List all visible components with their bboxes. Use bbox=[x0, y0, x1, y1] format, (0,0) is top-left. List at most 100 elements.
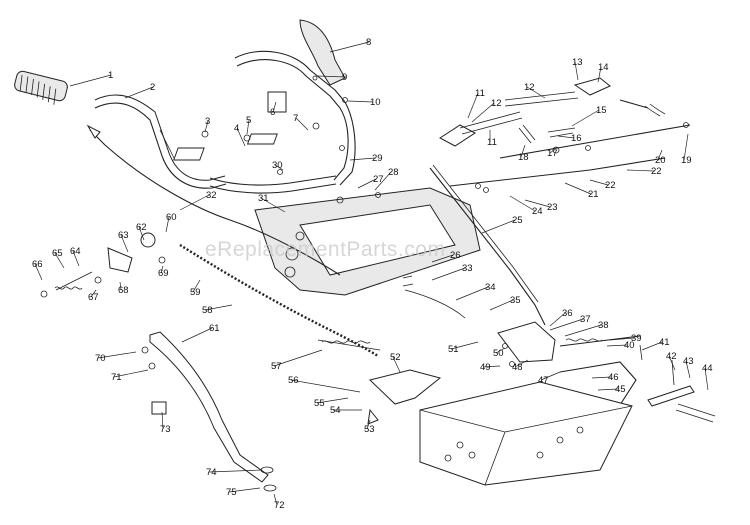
callout-69: 69 bbox=[158, 268, 169, 279]
leader-line-51 bbox=[450, 341, 479, 350]
leader-line-49 bbox=[482, 365, 501, 368]
callout-33: 33 bbox=[462, 263, 473, 274]
chain-60 bbox=[179, 243, 379, 358]
cable-34 bbox=[86, 124, 341, 276]
dash-panel-33 bbox=[254, 187, 481, 296]
leader-line-12 bbox=[471, 102, 495, 123]
callout-4: 4 bbox=[234, 123, 239, 134]
callout-11: 11 bbox=[475, 88, 485, 99]
leader-lines bbox=[34, 41, 709, 506]
leader-line-1 bbox=[69, 74, 112, 87]
callout-13: 13 bbox=[572, 57, 583, 68]
gearbox-48-54 bbox=[369, 321, 641, 413]
leader-line-47 bbox=[540, 371, 561, 381]
callout-42: 42 bbox=[666, 351, 677, 362]
leader-line-20 bbox=[657, 149, 663, 161]
callout-8: 8 bbox=[366, 37, 371, 48]
leader-line-24 bbox=[509, 195, 536, 212]
callout-49: 49 bbox=[480, 362, 491, 373]
callout-9: 9 bbox=[342, 72, 347, 83]
callout-18: 18 bbox=[518, 152, 529, 163]
leader-line-13 bbox=[574, 61, 579, 81]
chassis-box bbox=[419, 381, 633, 486]
callout-34: 34 bbox=[485, 282, 496, 293]
callout-10: 10 bbox=[370, 97, 381, 108]
leader-line-2 bbox=[124, 86, 154, 99]
callout-45: 45 bbox=[615, 384, 626, 395]
callout-29: 29 bbox=[372, 153, 383, 164]
callout-61: 61 bbox=[209, 323, 220, 334]
leader-line-52 bbox=[392, 356, 401, 373]
leader-line-15 bbox=[571, 109, 600, 127]
leader-line-59 bbox=[192, 279, 201, 293]
leader-line-18 bbox=[520, 144, 526, 158]
callout-3: 3 bbox=[205, 116, 210, 127]
leader-line-66 bbox=[34, 263, 43, 281]
shift-rod-27 bbox=[429, 164, 546, 326]
leader-line-8 bbox=[329, 41, 370, 53]
leader-line-36 bbox=[549, 312, 566, 327]
callout-1: 1 bbox=[108, 70, 113, 81]
leader-line-38 bbox=[564, 324, 602, 337]
leader-line-73 bbox=[161, 411, 164, 430]
leader-line-23 bbox=[524, 199, 551, 208]
callout-5: 5 bbox=[246, 115, 251, 126]
callout-26: 26 bbox=[450, 250, 461, 261]
callout-17: 17 bbox=[547, 148, 558, 159]
leader-line-22 bbox=[589, 179, 609, 186]
callout-32: 32 bbox=[206, 190, 217, 201]
leader-line-3 bbox=[204, 120, 209, 133]
leader-line-25 bbox=[481, 219, 516, 234]
callout-57: 57 bbox=[271, 361, 282, 372]
callout-14: 14 bbox=[598, 62, 609, 73]
callout-12: 12 bbox=[524, 82, 535, 93]
watermark-text: eReplacementParts.com bbox=[205, 238, 445, 261]
callout-27: 27 bbox=[373, 174, 384, 185]
leader-line-16 bbox=[557, 135, 575, 139]
callout-19: 19 bbox=[681, 155, 692, 166]
callout-28: 28 bbox=[388, 167, 399, 178]
upper-rods bbox=[439, 77, 691, 187]
leader-line-44 bbox=[704, 367, 709, 391]
callout-73: 73 bbox=[160, 424, 171, 435]
callout-39: 39 bbox=[631, 333, 642, 344]
callout-24: 24 bbox=[532, 206, 543, 217]
leader-line-12 bbox=[526, 86, 546, 99]
leader-line-40 bbox=[606, 344, 628, 347]
leader-line-35 bbox=[489, 299, 514, 311]
leader-line-33 bbox=[431, 267, 466, 281]
leader-line-28 bbox=[374, 171, 392, 191]
callout-37: 37 bbox=[580, 314, 591, 325]
callout-20: 20 bbox=[655, 155, 666, 166]
callout-40: 40 bbox=[624, 340, 635, 351]
callout-71: 71 bbox=[111, 372, 122, 383]
callout-52: 52 bbox=[390, 352, 401, 363]
leader-line-68 bbox=[119, 281, 122, 291]
callout-74: 74 bbox=[206, 467, 217, 478]
misc-small-parts bbox=[141, 75, 689, 492]
leader-line-37 bbox=[549, 318, 584, 331]
callout-75: 75 bbox=[226, 487, 237, 498]
callout-12: 12 bbox=[491, 98, 502, 109]
leader-line-5 bbox=[246, 119, 250, 135]
leader-line-10 bbox=[347, 100, 374, 103]
leader-line-71 bbox=[113, 369, 149, 378]
leader-line-48 bbox=[514, 359, 529, 368]
callout-62: 62 bbox=[136, 222, 147, 233]
callout-41: 41 bbox=[659, 337, 670, 348]
leader-line-75 bbox=[228, 487, 261, 493]
leader-line-55 bbox=[316, 397, 349, 404]
callout-46: 46 bbox=[608, 372, 619, 383]
callout-54: 54 bbox=[330, 405, 341, 416]
leader-line-57 bbox=[273, 349, 323, 367]
lower-handle-63 bbox=[149, 331, 269, 483]
brackets-4-5-6-7 bbox=[173, 91, 320, 161]
callout-31: 31 bbox=[258, 193, 269, 204]
callout-51: 51 bbox=[448, 344, 459, 355]
leader-line-58 bbox=[204, 304, 233, 311]
callout-22: 22 bbox=[605, 180, 616, 191]
callout-44: 44 bbox=[702, 363, 713, 374]
